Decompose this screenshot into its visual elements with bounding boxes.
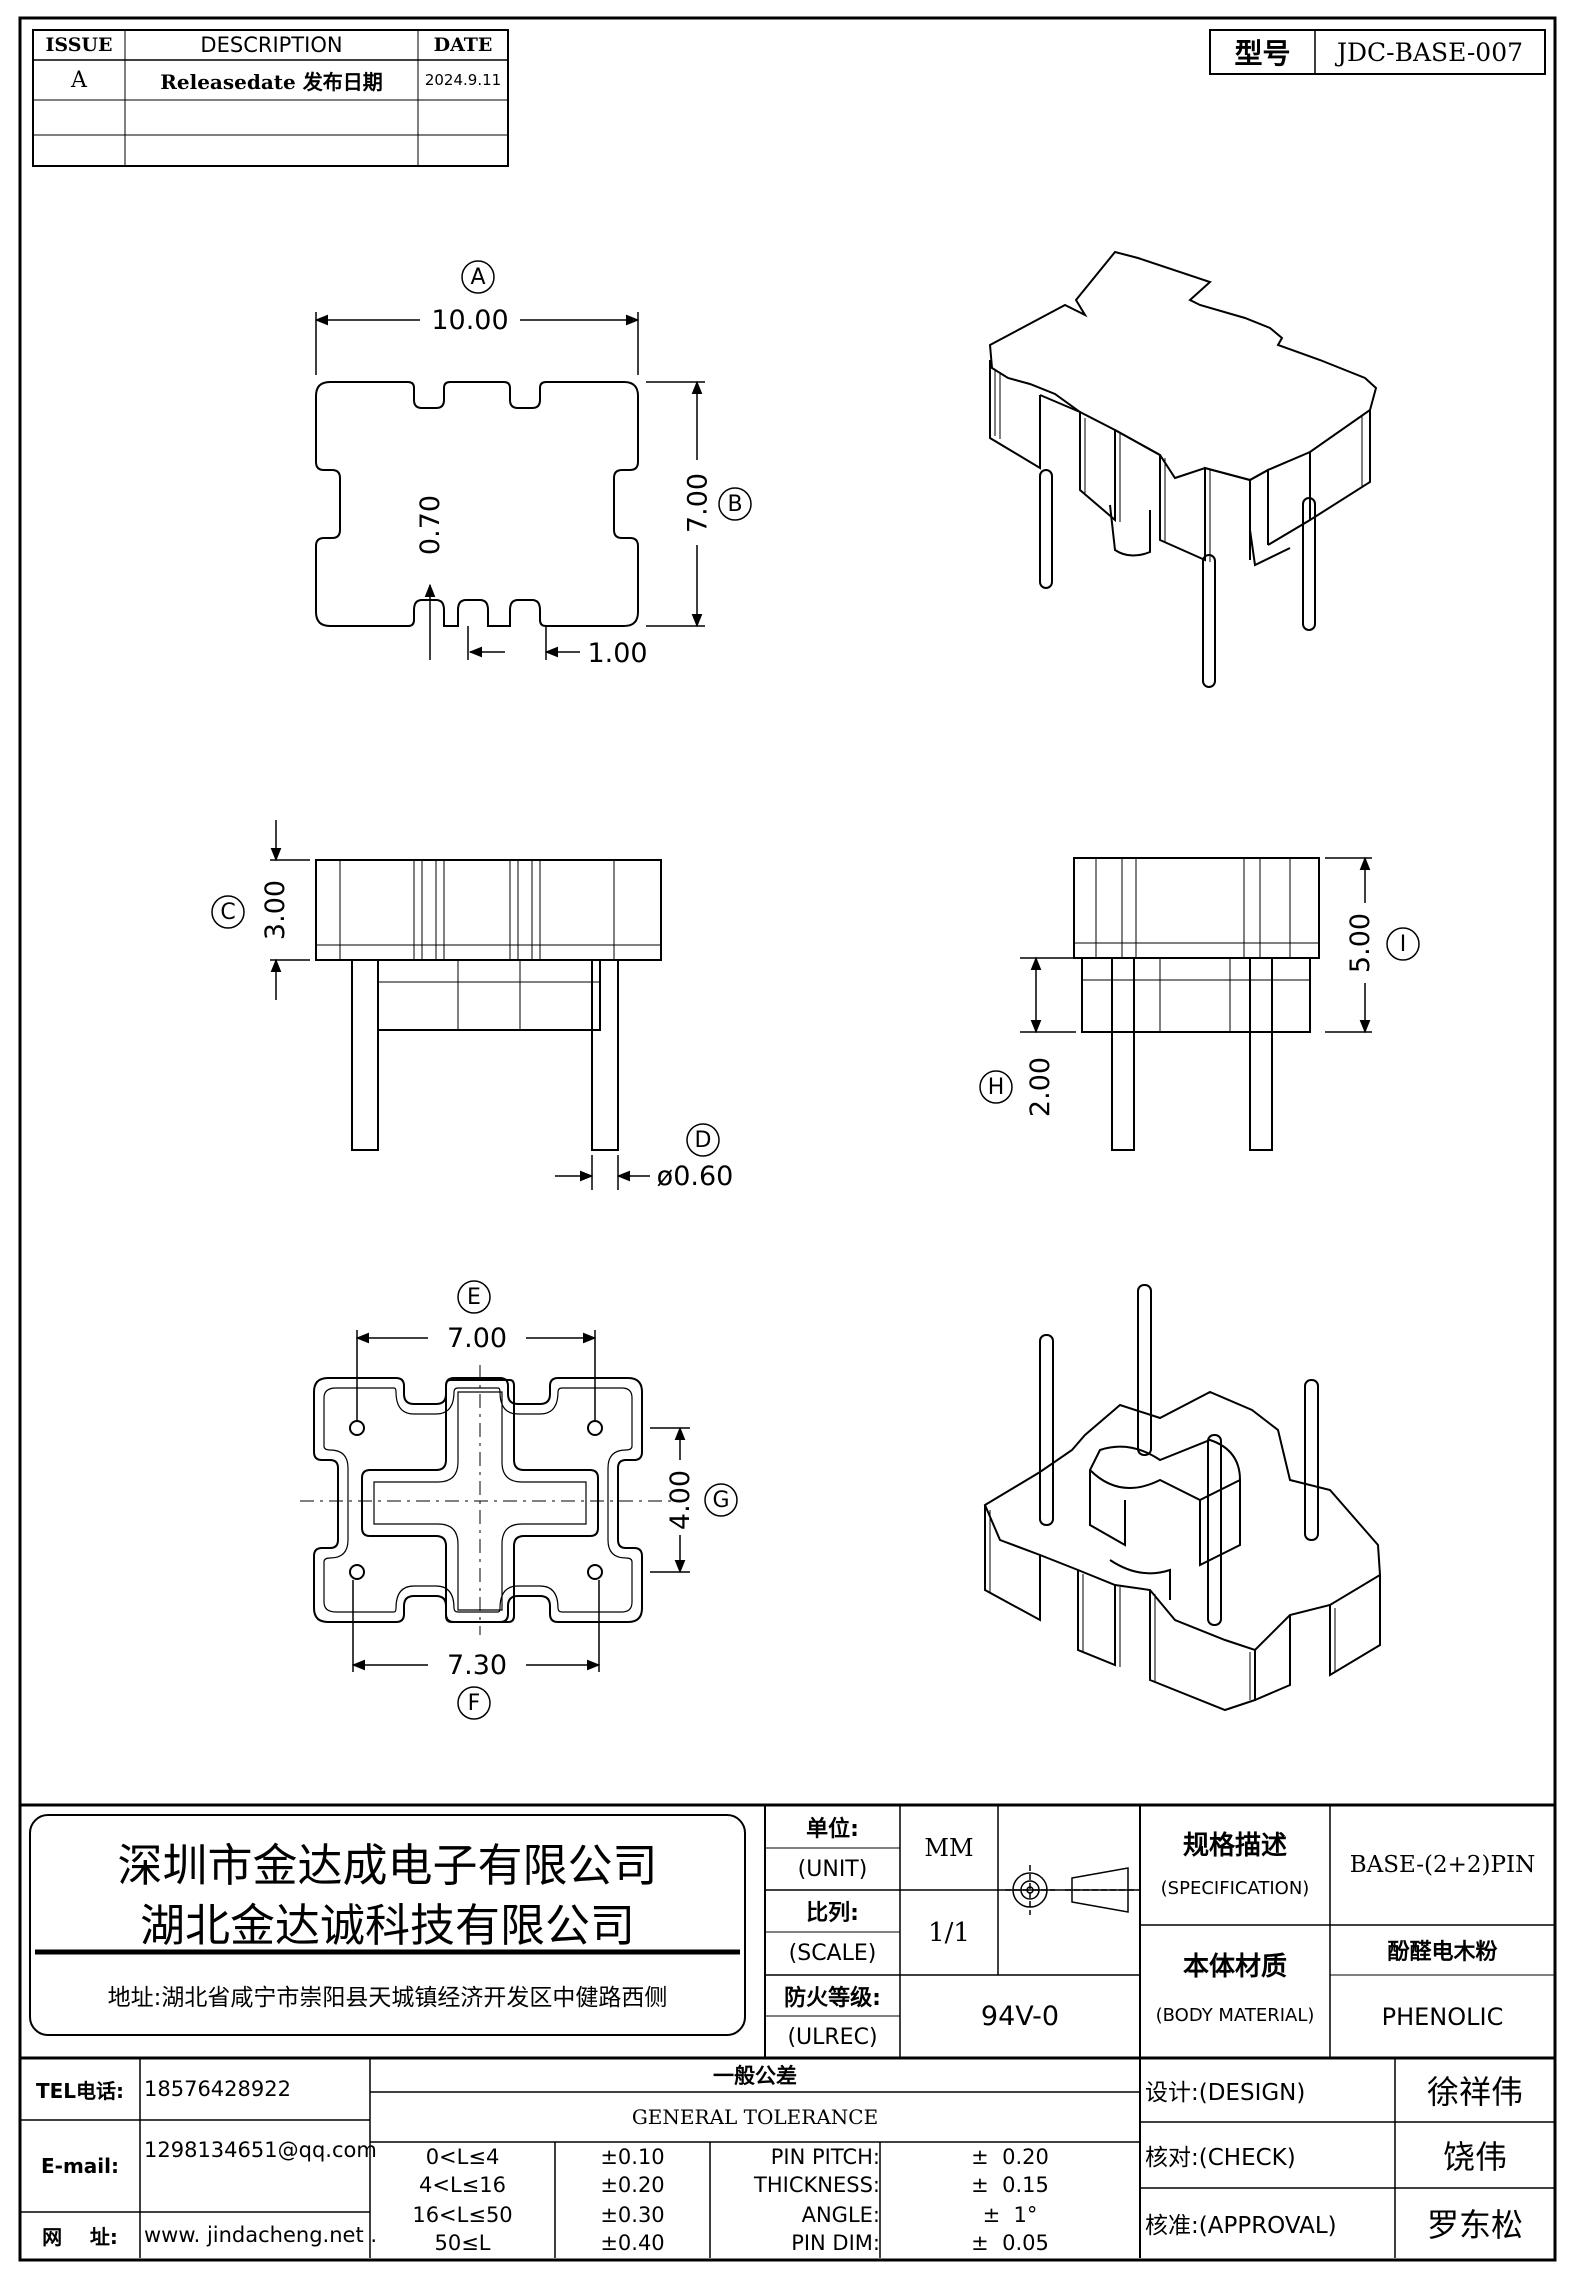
material-label: 本体材质 [1182, 1951, 1287, 1982]
side-view-dimensions [979, 856, 1420, 1104]
model-box [1209, 29, 1546, 75]
fire-label: 防火等级: [784, 1985, 881, 2011]
tolerance-title-en: GENERAL TOLERANCE [631, 2105, 879, 2129]
unit-label-en: (UNIT) [797, 1856, 868, 1882]
tol-range-3: 16<L≤50 [412, 2203, 513, 2227]
rev-header-description: DESCRIPTION [200, 33, 343, 57]
rev-row-issue: A [71, 67, 87, 93]
tol-item-angle-value: ± 1° [982, 2203, 1038, 2227]
email-label: E-mail: [40, 2154, 119, 2178]
dim-tag-a: A [470, 264, 486, 290]
company-name-1: 深圳市金达成电子有限公司 [117, 1838, 658, 1892]
material-value-cn: 酚醛电木粉 [1387, 1940, 1498, 1965]
web-label: 网 址: [42, 2224, 118, 2249]
dim-notch-depth: 0.70 [414, 494, 446, 556]
tol-range-2: 4<L≤16 [419, 2173, 506, 2197]
approval-approve-label: 核准:(APPROVAL) [1145, 2213, 1337, 2239]
dim-pin-diameter: ø0.60 [656, 1160, 734, 1192]
scale-label: 比列: [806, 1901, 859, 1926]
dim-tag-c: C [220, 899, 236, 925]
tol-item-pin-pitch-value: ± 0.20 [971, 2145, 1049, 2169]
rev-row-date: 2024.9.11 [424, 71, 502, 89]
bottom-view [313, 1377, 643, 1623]
dim-slot-width: 1.00 [587, 637, 648, 669]
tol-item-angle: ANGLE: [801, 2203, 880, 2227]
material-label-en: (BODY MATERIAL) [1155, 2004, 1315, 2026]
top-view-dimensions [314, 260, 752, 660]
fire-value: 94V-0 [980, 2001, 1060, 2032]
spec-value: BASE-(2+2)PIN [1349, 1852, 1536, 1878]
tol-item-thickness: THICKNESS: [754, 2173, 880, 2197]
model-value: JDC-BASE-007 [1336, 37, 1524, 67]
approval-check-name: 饶伟 [1442, 2138, 1507, 2176]
tol-item-pin-dim: PIN DIM: [791, 2231, 880, 2255]
approval-design-name: 徐祥伟 [1426, 2073, 1523, 2111]
company-address: 地址:湖北省咸宁市崇阳县天城镇经济开发区中健路西侧 [107, 1985, 668, 2011]
front-view-dimensions [211, 820, 720, 1190]
approval-approve-name: 罗东松 [1426, 2206, 1523, 2244]
tolerance-title-cn: 一般公差 [713, 2064, 797, 2088]
spec-label-en: (SPECIFICATION) [1160, 1877, 1310, 1899]
dim-pin-pitch-bottom: 7.30 [428, 1648, 526, 1682]
front-view [315, 859, 662, 1151]
dim-tag-i: I [1399, 931, 1407, 957]
tol-value-1: ±0.10 [600, 2145, 665, 2169]
approval-check-label: 核对:(CHECK) [1145, 2145, 1296, 2171]
isometric-view-top [988, 250, 1378, 688]
company-name-2: 湖北金达诚科技有限公司 [139, 1898, 635, 1952]
approval-design-label: 设计:(DESIGN) [1145, 2080, 1306, 2106]
tol-item-pin-dim-value: ± 0.05 [971, 2231, 1049, 2255]
tol-range-4: 50≤L [434, 2231, 491, 2255]
dim-pin-pitch-top: 7.00 [428, 1321, 526, 1355]
rev-header-issue: ISSUE [45, 34, 113, 56]
isometric-view-bottom [983, 1284, 1382, 1712]
tol-range-1: 0<L≤4 [425, 2145, 500, 2169]
tol-item-thickness-value: ± 0.15 [971, 2173, 1049, 2197]
sheet-border [18, 16, 1557, 2262]
dim-body-height: 3.00 [259, 879, 291, 941]
tol-value-3: ±0.30 [600, 2203, 665, 2227]
tel-label: TEL电话: [35, 2078, 125, 2103]
scale-label-en: (SCALE) [788, 1941, 877, 1966]
unit-value: MM [924, 1833, 974, 1862]
material-value-en: PHENOLIC [1381, 2002, 1504, 2031]
dim-tag-g: G [712, 1487, 730, 1513]
dim-tag-b: B [727, 491, 743, 517]
title-block-grid [20, 1803, 1555, 2258]
fire-label-en: (ULREC) [787, 2024, 878, 2050]
dim-top-height: 7.00 [682, 472, 713, 534]
rev-header-date: DATE [433, 34, 493, 56]
tol-value-2: ±0.20 [600, 2173, 665, 2197]
revision-table [32, 29, 509, 167]
web-value[interactable]: www. jindacheng.net . [144, 2223, 378, 2247]
email-value[interactable]: 1298134651@qq.com [144, 2138, 377, 2162]
dim-total-height: 5.00 [1343, 903, 1377, 983]
dim-standoff: 2.00 [1024, 1056, 1056, 1118]
unit-label: 单位: [806, 1816, 859, 1842]
tol-value-4: ±0.40 [600, 2231, 665, 2255]
tel-value: 18576428922 [144, 2077, 291, 2101]
bottom-view-centerlines [300, 1365, 680, 1635]
bottom-view-dimensions [351, 1280, 738, 1720]
dim-tag-e: E [467, 1284, 481, 1310]
model-label: 型号 [1234, 37, 1291, 70]
dim-pin-pitch-side: 4.00 [664, 1469, 696, 1531]
tol-item-pin-pitch: PIN PITCH: [770, 2145, 880, 2169]
top-view-outline [315, 381, 639, 627]
scale-value: 1/1 [928, 1917, 970, 1948]
dim-top-width: 10.00 [420, 303, 520, 337]
side-view [1073, 857, 1320, 1151]
dim-tag-f: F [467, 1690, 481, 1716]
rev-row-description: Releasedate 发布日期 [160, 69, 383, 94]
dim-tag-h: H [987, 1074, 1005, 1100]
dim-tag-d: D [694, 1127, 712, 1153]
projection-symbol [1005, 1865, 1135, 1915]
spec-label: 规格描述 [1182, 1830, 1287, 1861]
